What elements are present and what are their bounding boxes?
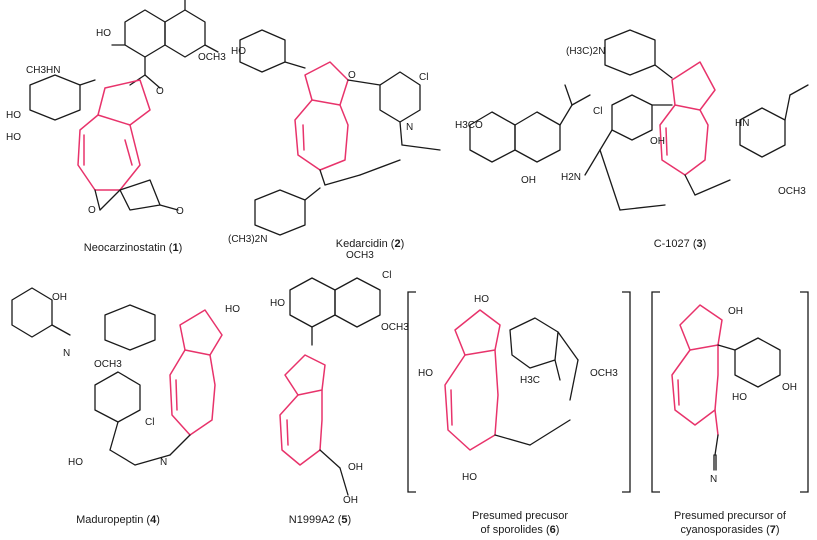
atom-nme2-3: (H3C)2N xyxy=(566,46,605,57)
atom-cl-5: Cl xyxy=(382,270,391,281)
atom-n-2: N xyxy=(406,122,413,133)
caption-number: 5 xyxy=(341,514,348,526)
structure-n1999a2 xyxy=(279,277,381,496)
structure-cyanosporasides-precursor xyxy=(671,304,781,471)
structure-sporolides-precursor xyxy=(444,309,579,451)
atom-o-1c: O xyxy=(176,206,184,217)
structure-neocarzinostatin xyxy=(29,0,219,211)
caption-name: Maduropeptin xyxy=(76,514,144,526)
atom-h2n-3: H2N xyxy=(561,172,581,183)
caption-n1999a2: N1999A2 (5) xyxy=(288,514,352,526)
atom-oh-3: OH xyxy=(650,136,665,147)
caption-number: 4 xyxy=(150,514,157,526)
atom-oh-7a: OH xyxy=(728,306,743,317)
atom-cl-2: Cl xyxy=(419,72,428,83)
atom-oh-2: OH xyxy=(521,175,536,186)
bracket-right-6 xyxy=(622,291,631,493)
atom-och3-3: OCH3 xyxy=(778,186,806,197)
caption-name: Neocarzinostatin xyxy=(83,242,166,254)
atom-oh-5b: OH xyxy=(343,495,358,506)
caption-number: 7 xyxy=(769,524,776,536)
atom-ho-7: HO xyxy=(732,392,747,403)
atom-h3co-2: H3CO xyxy=(455,120,483,131)
bracket-left-6 xyxy=(407,291,416,493)
bracket-right-7 xyxy=(800,291,809,493)
caption-number: 3 xyxy=(696,238,703,250)
atom-hn-3: HN xyxy=(735,118,749,129)
atom-ho-1b: HO xyxy=(6,110,21,121)
caption-neocarzinostatin: Neocarzinostatin (1) xyxy=(83,242,183,254)
structure-kedarcidin xyxy=(239,29,591,236)
atom-o-1b: O xyxy=(88,205,96,216)
atom-ho-6b: HO xyxy=(418,368,433,379)
atom-o-1a: O xyxy=(156,86,164,97)
atom-och3-6: OCH3 xyxy=(590,368,618,379)
caption-line1: Presumed precursor of xyxy=(674,510,786,522)
atom-och3-5b: OCH3 xyxy=(381,322,409,333)
atom-h3c-6: H3C xyxy=(520,375,540,386)
structure-c1027 xyxy=(584,29,809,211)
atom-oh-7b: OH xyxy=(782,382,797,393)
atom-nme2-2: (CH3)2N xyxy=(228,234,267,245)
atom-ho-2a: HO xyxy=(231,46,246,57)
atom-ho-1a: HO xyxy=(96,28,111,39)
atom-ho-5: HO xyxy=(270,298,285,309)
caption-cyanosporasides-precursor: Presumed precursor of cyanosporasides (7… xyxy=(655,509,805,537)
atom-n-4a: N xyxy=(63,348,70,359)
atom-ch3hn-1: CH3HN xyxy=(26,65,60,76)
caption-number: 6 xyxy=(549,524,556,536)
atom-ho-1c: HO xyxy=(6,132,21,143)
caption-number: 1 xyxy=(172,242,179,254)
atom-och3-5a: OCH3 xyxy=(346,250,374,261)
caption-name: Kedarcidin xyxy=(335,238,388,250)
caption-name: N1999A2 xyxy=(288,514,335,526)
caption-line2: of sporolides xyxy=(480,524,543,536)
caption-number: 2 xyxy=(394,238,401,250)
caption-line1: Presumed precusor xyxy=(472,510,568,522)
caption-maduropeptin: Maduropeptin (4) xyxy=(76,514,160,526)
atom-cl-4: Cl xyxy=(145,417,154,428)
atom-ho-4b: HO xyxy=(225,304,240,315)
caption-name: C-1027 xyxy=(653,238,690,250)
atom-nitrile-7: N xyxy=(710,474,717,485)
atom-n-4b: N xyxy=(160,457,167,468)
atom-cl-3: Cl xyxy=(593,106,602,117)
caption-c1027: C-1027 (3) xyxy=(653,238,707,250)
atom-ho-6a: HO xyxy=(474,294,489,305)
atom-oh-5a: OH xyxy=(348,462,363,473)
atom-ho-6c: HO xyxy=(462,472,477,483)
atom-och3-1a: OCH3 xyxy=(198,52,226,63)
atom-ho-4: HO xyxy=(68,457,83,468)
caption-line2: cyanosporasides xyxy=(680,524,764,536)
atom-o-2a: O xyxy=(348,70,356,81)
bracket-left-7 xyxy=(651,291,660,493)
structure-maduropeptin xyxy=(11,287,223,466)
caption-kedarcidin: Kedarcidin (2) xyxy=(335,238,405,250)
caption-sporolides-precursor: Presumed precusor of sporolides (6) xyxy=(445,509,595,537)
atom-och3-4: OCH3 xyxy=(94,359,122,370)
atom-oh-4a: OH xyxy=(52,292,67,303)
